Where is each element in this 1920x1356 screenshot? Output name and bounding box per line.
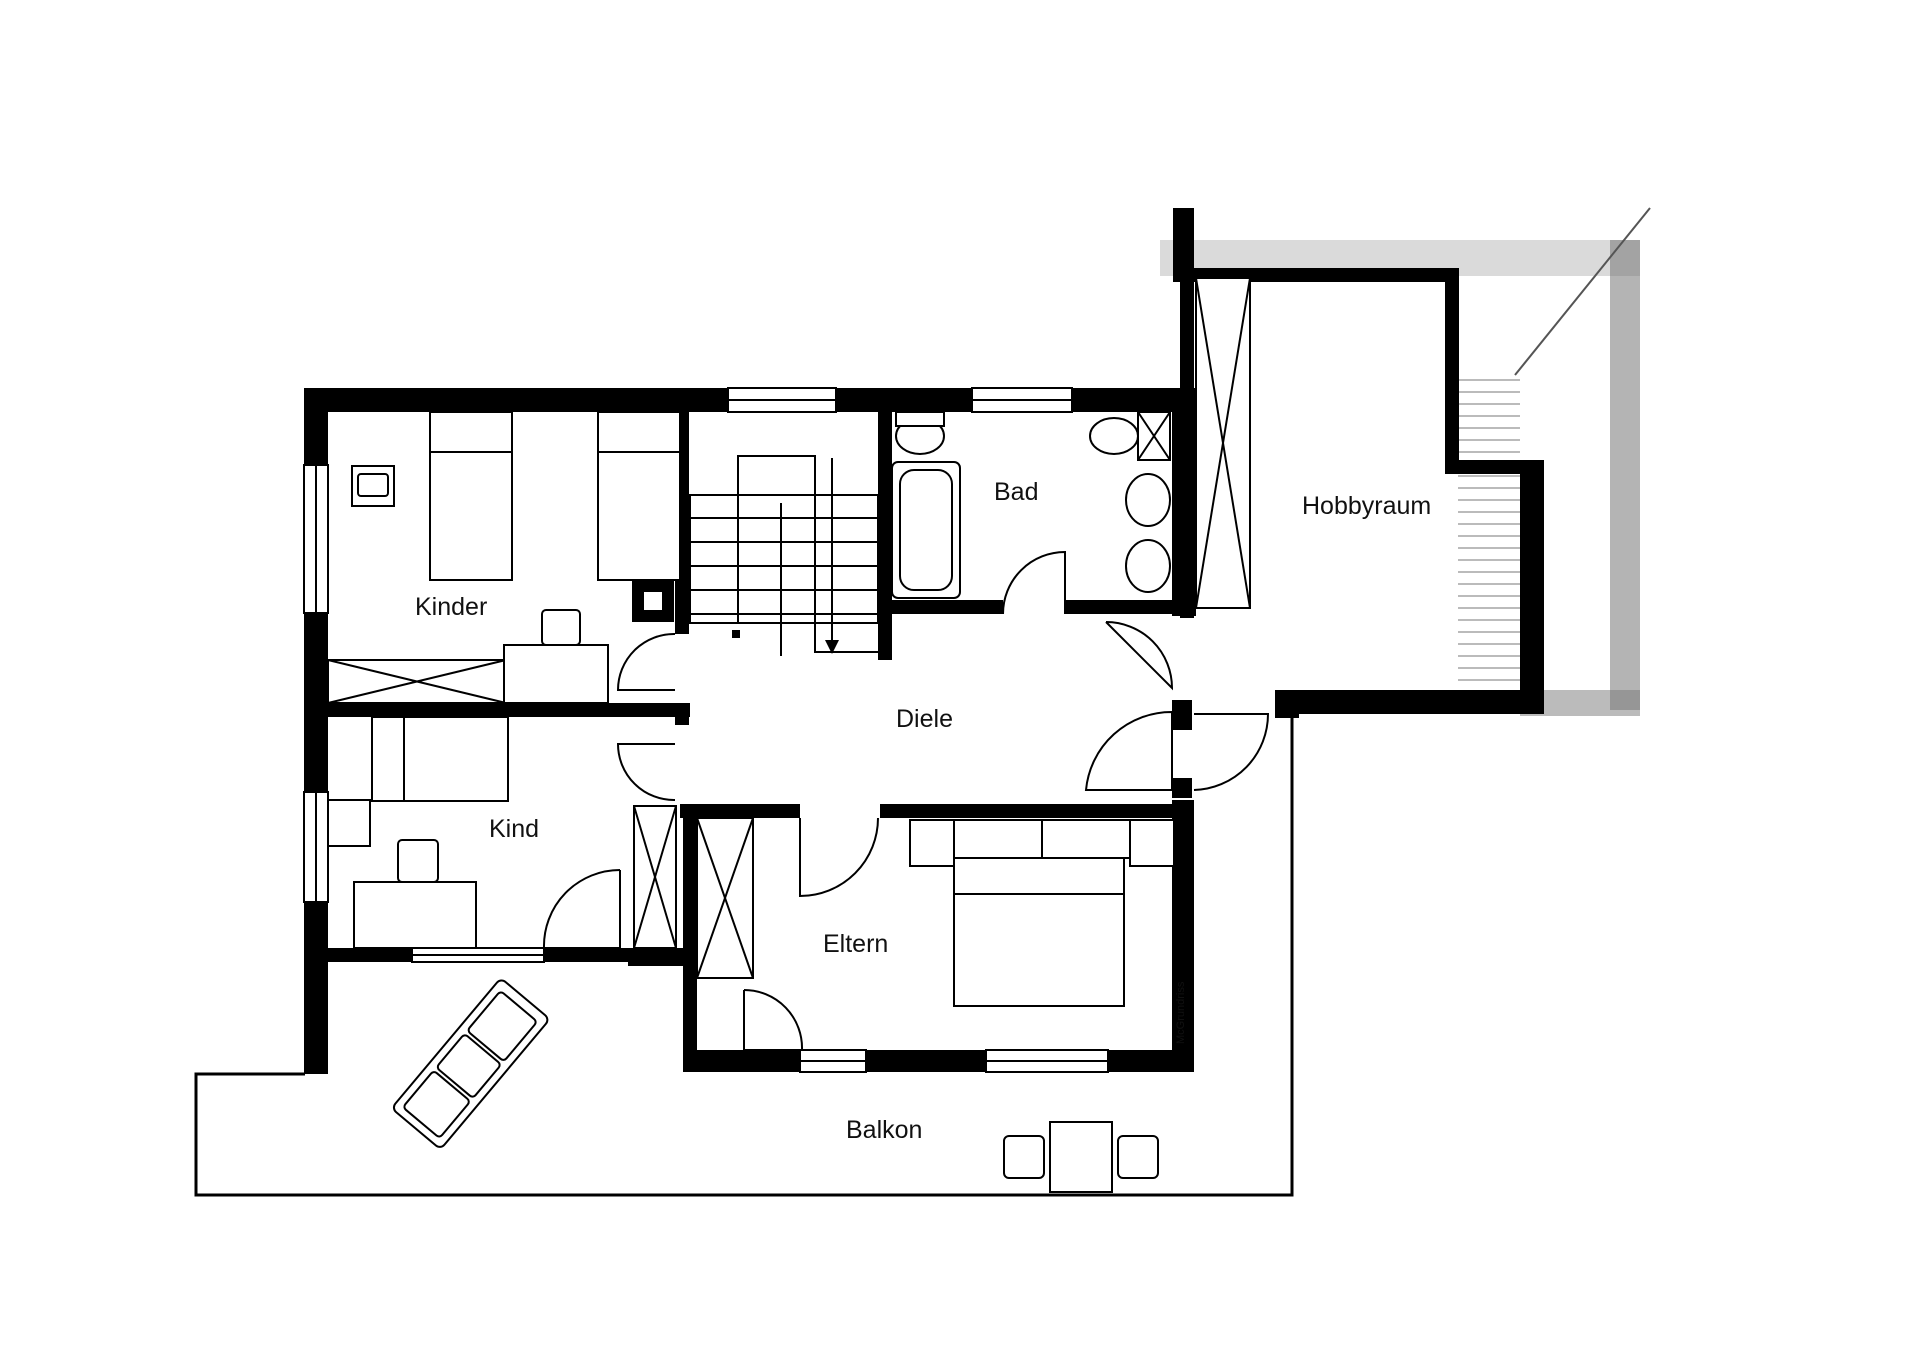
interior-walls: [328, 412, 1185, 1072]
chair-kind: [397, 839, 439, 883]
furniture: [327, 411, 1175, 1193]
label-hobbyraum: Hobbyraum: [1302, 492, 1431, 520]
exterior-walls: [304, 208, 1544, 1074]
chair-kinder: [541, 609, 581, 646]
balcony-outline: [194, 714, 1294, 1197]
stair-treads: [690, 517, 878, 615]
wardrobes: [327, 277, 1251, 979]
nightstand-eltern-2: [1129, 819, 1175, 867]
windows: [303, 387, 1109, 1073]
desk-kind: [353, 881, 477, 949]
roof-shadow-band-vertical: [1610, 240, 1640, 710]
label-diele: Diele: [896, 705, 953, 733]
sun-lounger: [392, 979, 549, 1148]
label-kinder: Kinder: [415, 593, 487, 621]
roof-hip-line: [1514, 207, 1651, 376]
staircase: [689, 455, 880, 656]
label-bad: Bad: [994, 478, 1038, 506]
sink-bad-2: [1125, 539, 1171, 593]
label-balkon: Balkon: [846, 1116, 922, 1144]
balcony-table: [1049, 1121, 1113, 1193]
label-kind: Kind: [489, 815, 539, 843]
balcony-chair-2: [1117, 1135, 1159, 1179]
sink-bad-1: [1125, 473, 1171, 527]
bidet-bad: [1089, 417, 1139, 455]
nightstand-kind: [327, 799, 371, 847]
balcony-chair-1: [1003, 1135, 1045, 1179]
credit-text: McGrundriss: [1175, 981, 1187, 1044]
label-eltern: Eltern: [823, 930, 888, 958]
nightstand-eltern-1: [909, 819, 955, 867]
desk-kinder: [503, 644, 609, 704]
roof-hatch-left: [228, 312, 1090, 386]
doors: [542, 550, 1270, 1051]
stair-arrow: [825, 640, 839, 654]
